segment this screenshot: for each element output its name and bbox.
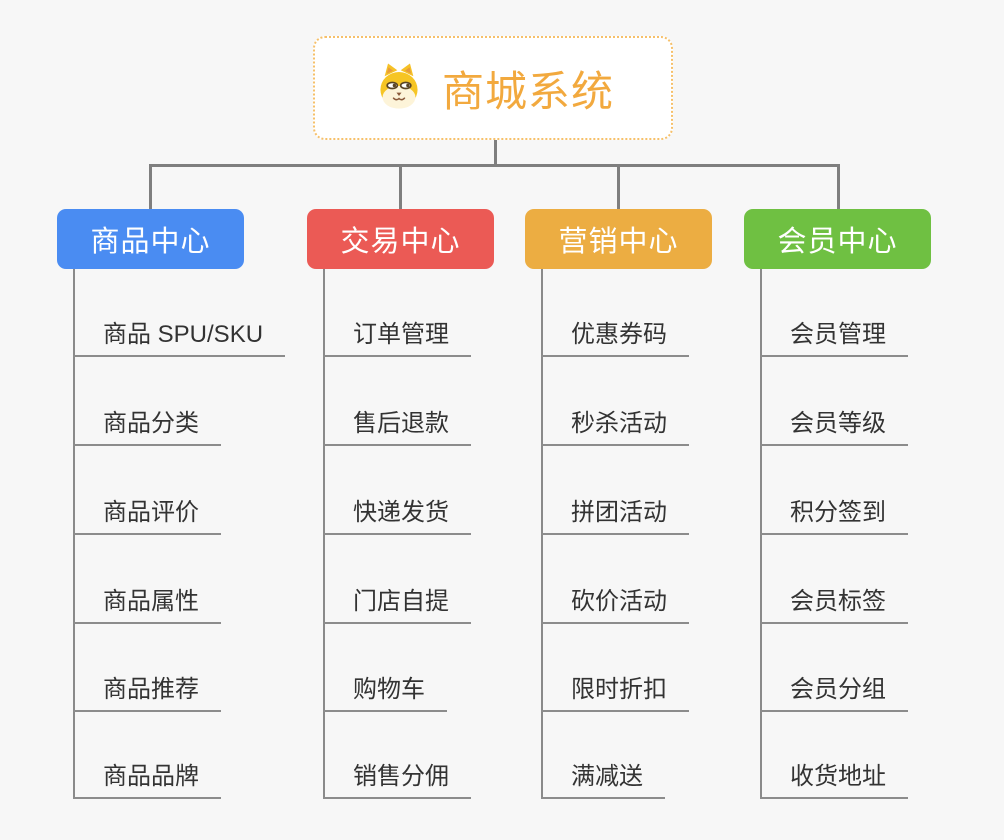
leaf-node[interactable]: 门店自提: [323, 587, 471, 624]
branch-product-center: 商品中心 商品 SPU/SKU 商品分类 商品评价 商品属性 商品推荐 商品品牌: [57, 209, 307, 809]
branch-drop-connector: [399, 164, 402, 210]
leaf-node[interactable]: 商品 SPU/SKU: [73, 320, 286, 357]
branch-header[interactable]: 营销中心: [525, 209, 712, 269]
leaf-node[interactable]: 商品属性: [73, 587, 221, 624]
leaf-node[interactable]: 积分签到: [760, 498, 908, 535]
branch-drop-connector: [617, 164, 620, 210]
leaf-node[interactable]: 订单管理: [323, 320, 471, 357]
leaf-node[interactable]: 砍价活动: [541, 587, 689, 624]
leaf-node[interactable]: 优惠券码: [541, 320, 689, 357]
leaf-node[interactable]: 商品评价: [73, 498, 221, 535]
branch-trade-center: 交易中心 订单管理 售后退款 快递发货 门店自提 购物车 销售分佣: [307, 209, 557, 809]
leaf-node[interactable]: 限时折扣: [541, 675, 689, 712]
leaf-node[interactable]: 会员管理: [760, 320, 908, 357]
branch-member-center: 会员中心 会员管理 会员等级 积分签到 会员标签 会员分组 收货地址: [744, 209, 994, 809]
root-title: 商城系统: [441, 67, 614, 115]
leaf-node[interactable]: 秒杀活动: [541, 409, 689, 446]
leaf-node[interactable]: 会员标签: [760, 587, 908, 624]
branch-header[interactable]: 会员中心: [744, 209, 931, 269]
leaf-node[interactable]: 商品品牌: [73, 762, 221, 799]
leaf-node[interactable]: 拼团活动: [541, 498, 689, 535]
leaf-node[interactable]: 收货地址: [760, 762, 908, 799]
leaf-node[interactable]: 售后退款: [323, 409, 471, 446]
branch-header[interactable]: 商品中心: [57, 209, 244, 269]
branch-header[interactable]: 交易中心: [307, 209, 494, 269]
leaf-node[interactable]: 商品推荐: [73, 675, 221, 712]
leaf-node[interactable]: 会员分组: [760, 675, 908, 712]
branch-drop-connector: [149, 164, 152, 210]
leaf-node[interactable]: 购物车: [323, 675, 447, 712]
branch-marketing-center: 营销中心 优惠券码 秒杀活动 拼团活动 砍价活动 限时折扣 满减送: [525, 209, 775, 809]
leaf-node[interactable]: 商品分类: [73, 409, 221, 446]
leaf-node[interactable]: 快递发货: [323, 498, 471, 535]
root-node[interactable]: 商城系统: [313, 36, 673, 140]
leaf-node[interactable]: 满减送: [541, 762, 665, 799]
shiba-dog-icon: [380, 63, 418, 109]
leaf-node[interactable]: 销售分佣: [323, 762, 471, 799]
branch-drop-connector: [837, 164, 840, 210]
root-stem-connector: [494, 140, 497, 166]
branch-horizontal-connector: [149, 164, 840, 167]
leaf-node[interactable]: 会员等级: [760, 409, 908, 446]
